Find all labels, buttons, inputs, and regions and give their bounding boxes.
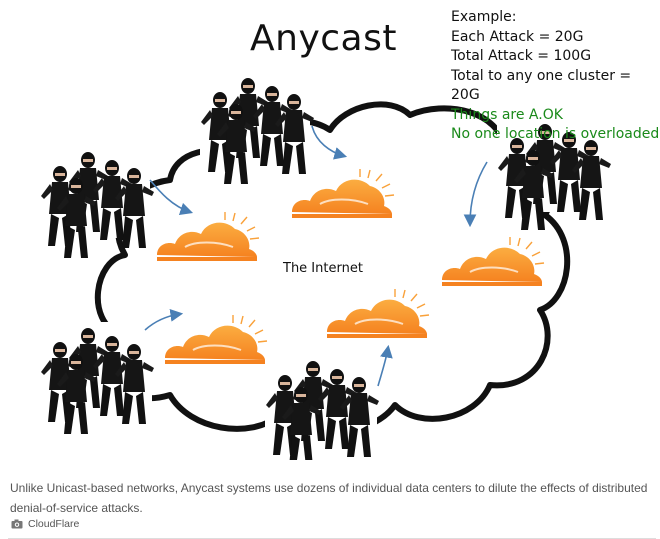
example-line: Total to any one cluster = 20G — [451, 67, 632, 104]
arrow-icon — [144, 309, 184, 331]
example-line: Each Attack = 20G — [451, 28, 584, 45]
figure-caption: Unlike Unicast-based networks, Anycast s… — [10, 481, 648, 515]
cloudflare-cloud-icon — [326, 288, 430, 339]
arrow-icon — [377, 344, 393, 387]
anycast-diagram: Anycast Example: Each Attack = 20G Total… — [40, 8, 660, 460]
arrow-icon — [463, 161, 488, 228]
attacker-group-icon — [497, 118, 611, 230]
cloudflare-cloud-icon — [441, 236, 545, 287]
internet-label: The Internet — [283, 261, 363, 276]
cloudflare-cloud-icon — [164, 314, 268, 365]
arrow-icon — [311, 125, 348, 160]
cloudflare-cloud-icon — [291, 168, 395, 219]
example-box: Example: Each Attack = 20G Total Attack … — [451, 8, 660, 145]
photo-credit: CloudFlare — [11, 518, 79, 530]
credit-label: CloudFlare — [28, 518, 80, 530]
example-ok-line: Things are A.OK — [451, 106, 563, 123]
diagram-canvas — [40, 72, 660, 460]
arrow-icon — [149, 179, 194, 216]
example-line: Total Attack = 100G — [451, 48, 592, 64]
diagram-title: Anycast — [250, 18, 397, 59]
attacker-group-icon — [40, 322, 154, 434]
attacker-group-icon — [40, 146, 154, 258]
camera-icon — [11, 519, 23, 529]
example-ok-line: No one location is overloaded — [451, 126, 660, 142]
attacker-group-icon — [200, 72, 314, 184]
cloudflare-cloud-icon — [156, 211, 260, 262]
example-heading: Example: — [451, 9, 517, 25]
attacker-group-icon — [265, 355, 379, 460]
